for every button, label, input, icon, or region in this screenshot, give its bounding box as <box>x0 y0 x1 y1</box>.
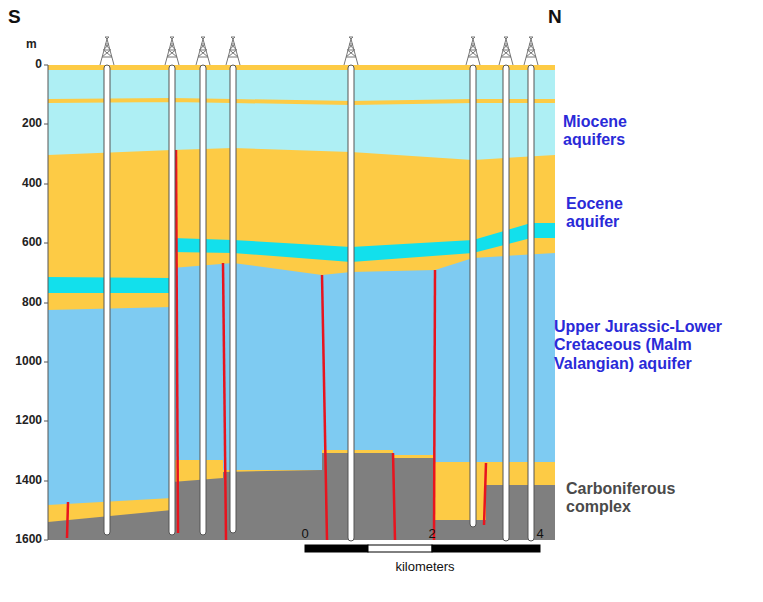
depth-label: 200 <box>0 117 42 131</box>
depth-label: 800 <box>0 296 42 310</box>
depth-label: 1200 <box>0 414 42 428</box>
malm-layer <box>172 253 555 470</box>
miocene-parting <box>48 100 555 103</box>
scale-bar <box>305 545 540 552</box>
wells <box>104 65 534 541</box>
aquitard-fill <box>48 65 555 540</box>
depth-label: 400 <box>0 177 42 191</box>
direction-label: N <box>548 6 568 28</box>
depth-label: 0 <box>0 58 42 72</box>
aquifer-label: Miocene aquifers <box>563 113 673 150</box>
derrick-icons <box>100 37 538 65</box>
unit-label: m <box>26 38 42 52</box>
formation-label: Carboniferous complex <box>566 480 696 517</box>
scale-number: 0 <box>295 527 315 542</box>
aquifer-label: Upper Jurassic-Lower Cretaceous (Malm Va… <box>554 318 758 373</box>
eocene-layer <box>172 223 555 262</box>
depth-label: 1600 <box>0 533 42 547</box>
depth-label: 1400 <box>0 474 42 488</box>
depth-label: 600 <box>0 236 42 250</box>
scale-unit: kilometers <box>370 560 480 575</box>
aquifer-label: Eocene aquifer <box>566 195 666 232</box>
scale-number: 4 <box>530 527 550 542</box>
axis-ticks <box>44 65 48 540</box>
fault-lines <box>67 150 486 540</box>
miocene-layer <box>48 70 555 160</box>
direction-label: S <box>8 6 28 28</box>
depth-label: 1000 <box>0 355 42 369</box>
scale-number: 2 <box>422 527 442 542</box>
